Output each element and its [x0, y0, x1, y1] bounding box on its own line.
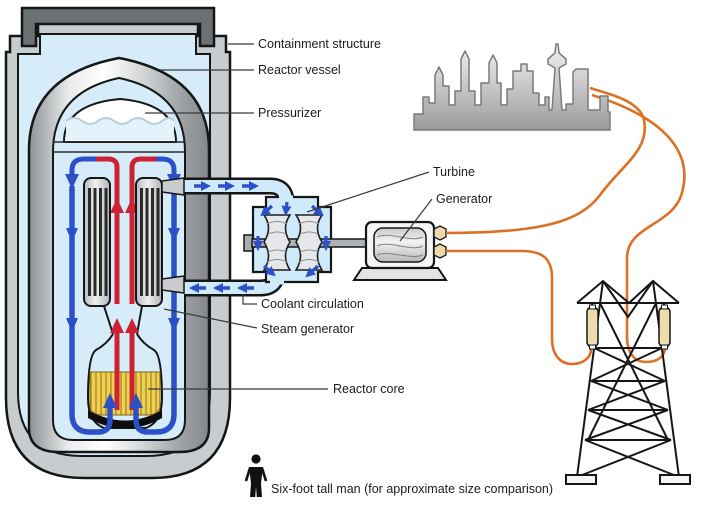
hot-leg-right	[129, 156, 156, 304]
reactor-core	[89, 371, 161, 416]
generator	[352, 220, 448, 281]
steam-generators	[83, 177, 163, 307]
label-core: Reactor core	[333, 382, 405, 396]
leader-coolant	[242, 294, 257, 305]
sg-tubes	[88, 188, 160, 296]
label-coolant: Coolant circulation	[261, 297, 364, 311]
insulators	[586, 304, 671, 350]
core-support	[88, 410, 162, 429]
cold-loop-right	[129, 186, 177, 435]
hot-arrowhead	[125, 318, 139, 333]
coil-striations	[376, 234, 424, 257]
person-icon	[249, 467, 263, 497]
transmission-tower-icon	[565, 279, 691, 485]
coolant-circulation	[65, 156, 181, 435]
cold-arrowhead	[66, 228, 78, 242]
steam-outlet-opening	[270, 279, 284, 285]
cane-right	[156, 156, 181, 189]
generator-terminal-top	[433, 225, 447, 241]
power-line-generator-to-tower	[446, 249, 593, 366]
label-vessel: Reactor vessel	[258, 63, 341, 77]
hot-arrowhead	[110, 198, 124, 213]
hot-leg-left	[96, 156, 120, 304]
power-line-generator-to-city	[445, 86, 647, 235]
hot-arrowhead	[110, 318, 124, 333]
sg-nozzle-top	[161, 177, 185, 196]
rotor-striations	[266, 221, 320, 263]
leader-turbine	[306, 171, 430, 213]
cold-loop-left	[69, 186, 117, 435]
power-lines	[445, 86, 686, 366]
cane-left	[65, 156, 96, 189]
leader-steam-generator	[163, 308, 258, 329]
containment-cap	[20, 6, 216, 48]
water-line	[65, 117, 175, 125]
pipe-flow-arrows	[189, 181, 259, 293]
turbine-rotor-right	[294, 214, 324, 271]
insulator-left	[586, 306, 599, 348]
leader-generator	[399, 198, 433, 242]
turbine-rotor-left	[262, 214, 292, 271]
power-line-city-to-tower	[591, 93, 686, 364]
funnel-right	[136, 305, 143, 335]
scale-figure: Six-foot tall man (for approximate size …	[244, 454, 553, 497]
label-turbine: Turbine	[433, 165, 475, 179]
turbine	[243, 195, 371, 285]
generator-terminal-bottom	[433, 243, 447, 259]
label-steam-generator: Steam generator	[261, 322, 354, 336]
cold-arrowhead	[168, 228, 180, 242]
pressurizer-water	[66, 118, 174, 140]
label-generator: Generator	[436, 192, 492, 206]
reactor-vessel	[27, 56, 211, 454]
pressurizer	[53, 97, 185, 153]
person-icon	[244, 467, 252, 482]
labels: Containment structure Reactor vessel Pre…	[258, 37, 492, 396]
city-skyline-icon	[413, 43, 611, 131]
insulator-right	[658, 306, 671, 348]
label-containment: Containment structure	[258, 37, 381, 51]
person-icon	[251, 454, 261, 464]
cold-arrowhead	[66, 318, 78, 332]
scale-caption: Six-foot tall man (for approximate size …	[271, 482, 553, 496]
generator-base	[352, 267, 448, 281]
steam-inlet-opening	[279, 195, 293, 201]
cold-arrowhead	[168, 318, 180, 332]
leader-lines	[145, 43, 433, 390]
label-pressurizer: Pressurizer	[258, 106, 321, 120]
person-icon	[260, 467, 268, 482]
sg-nozzle-bottom	[161, 275, 185, 294]
funnel-left	[103, 305, 114, 335]
